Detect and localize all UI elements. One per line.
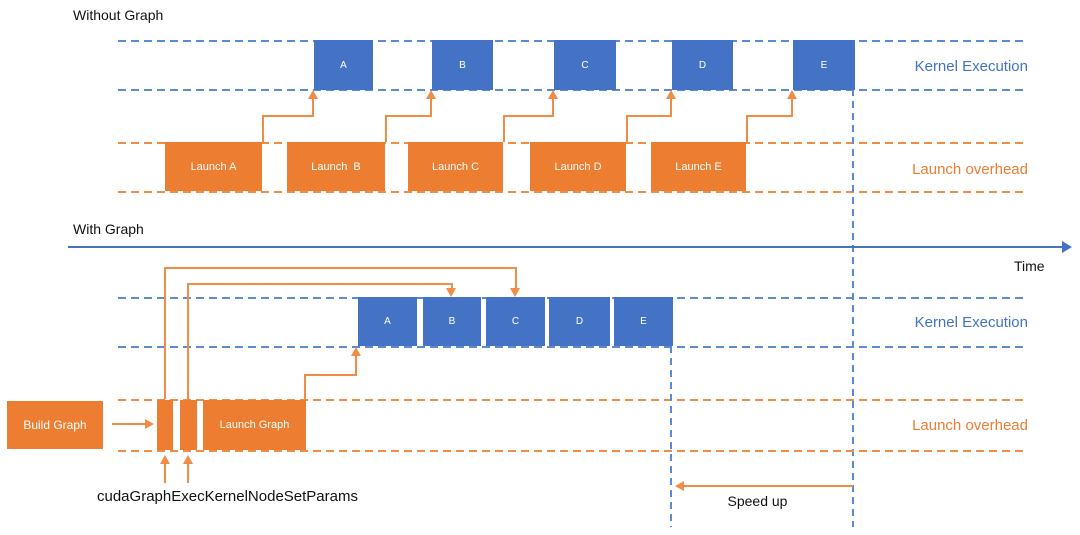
launch-graph-box: Launch Graph <box>203 400 306 450</box>
baseline-end-marker-line <box>852 89 854 527</box>
graph-kernel-box-E: E <box>614 297 673 346</box>
arrow-up-icon <box>548 90 558 99</box>
arrow-left-icon <box>675 481 684 491</box>
kernel-box-D: D <box>672 40 733 90</box>
launch-lane-line <box>118 399 1028 401</box>
launch-lane-line <box>118 450 1028 452</box>
launch-box-B: Launch B <box>287 142 385 191</box>
graph-kernel-box-A: A <box>358 297 417 346</box>
without-graph-title: Without Graph <box>73 7 164 23</box>
time-axis-arrowhead-icon <box>1062 241 1072 253</box>
param-update-bar <box>180 400 197 450</box>
arrow-down-icon <box>510 288 520 297</box>
launch-box-A: Launch A <box>165 142 262 191</box>
time-axis <box>68 246 1064 248</box>
speedup-arrow <box>683 485 853 487</box>
launch-box-E: Launch E <box>651 142 746 191</box>
speedup-label: Speed up <box>727 493 788 509</box>
launch-box-C: Launch C <box>408 142 503 191</box>
kernel-execution-label-top: Kernel Execution <box>914 58 1028 75</box>
build-graph-box: Build Graph <box>7 401 103 449</box>
arrow-up-icon <box>787 90 797 99</box>
arrow-up-icon <box>160 455 170 464</box>
launch-overhead-label-bottom: Launch overhead <box>912 417 1028 434</box>
arrow-up-icon <box>183 455 193 464</box>
graph-kernel-box-B: B <box>423 297 481 346</box>
launch-overhead-label-top: Launch overhead <box>912 161 1028 178</box>
arrow-up-icon <box>666 90 676 99</box>
graph-kernel-box-C: C <box>486 297 545 346</box>
arrow-down-icon <box>446 288 456 297</box>
param-update-bar <box>157 400 173 450</box>
kernel-box-E: E <box>793 40 855 90</box>
time-label: Time <box>1014 258 1045 274</box>
kernel-box-C: C <box>554 40 616 90</box>
arrow-up-icon <box>351 347 361 356</box>
kernel-box-B: B <box>432 40 493 90</box>
api-call-label: cudaGraphExecKernelNodeSetParams <box>97 488 358 505</box>
with-graph-title: With Graph <box>73 221 144 237</box>
kernel-box-A: A <box>314 40 373 90</box>
kernel-execution-label-bottom: Kernel Execution <box>914 314 1028 331</box>
arrow-up-icon <box>426 90 436 99</box>
launch-lane-line <box>118 191 1028 193</box>
build-graph-arrow <box>112 423 145 425</box>
arrow-right-icon <box>145 419 154 429</box>
graph-kernel-box-D: D <box>549 297 610 346</box>
launch-box-D: Launch D <box>530 142 626 191</box>
kernel-lane-line <box>118 89 1028 91</box>
kernel-lane-line <box>118 346 1028 348</box>
arrow-up-icon <box>308 90 318 99</box>
graph-end-marker-line <box>670 346 672 527</box>
